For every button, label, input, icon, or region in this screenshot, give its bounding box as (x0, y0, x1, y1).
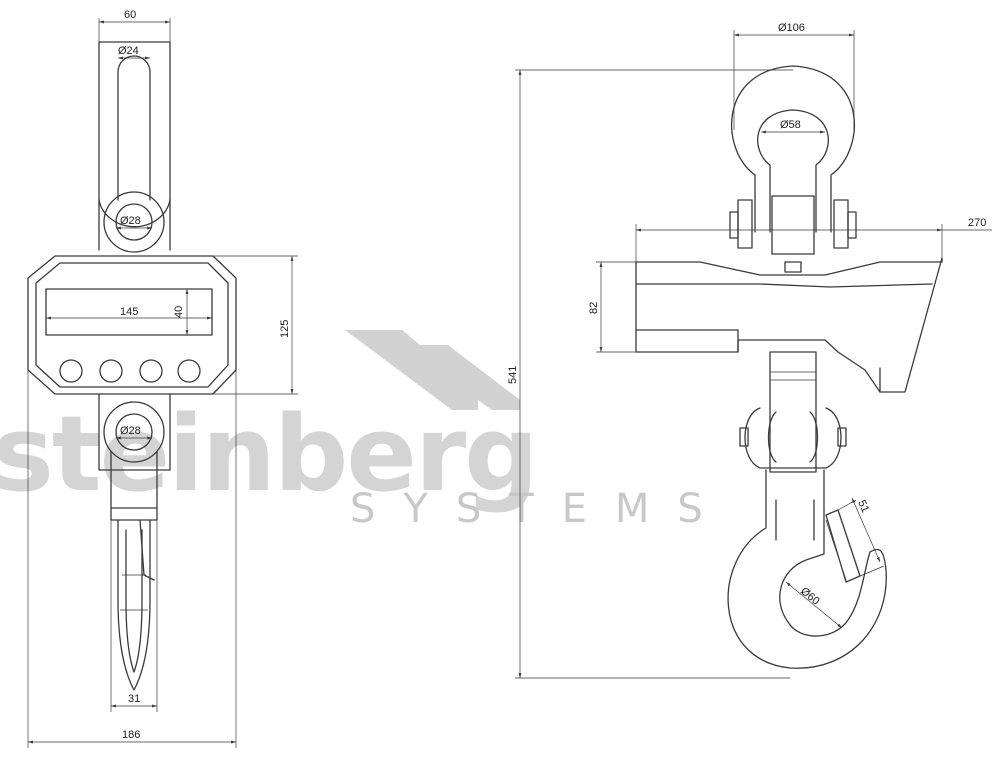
front-body-outer (27, 255, 237, 395)
display-window (45, 288, 213, 336)
side-body-line-1 (635, 283, 933, 288)
front-hook-body (117, 519, 151, 691)
front-shackle-slot (117, 55, 151, 201)
front-hook-inner (125, 529, 143, 673)
front-button-2 (99, 359, 123, 383)
dim-hook-throat: Ø60 (798, 585, 822, 608)
dim-line-hook-opening (851, 497, 881, 563)
side-lower-clevis (744, 407, 842, 469)
watermark-tagline: SYSTEMS (350, 486, 731, 532)
front-view (27, 41, 237, 691)
side-shackle-pin-right (847, 211, 857, 239)
watermark-swoosh-left (345, 330, 478, 410)
watermark: steinberg SYSTEMS (0, 330, 731, 532)
side-shackle-inner (757, 109, 829, 233)
side-top-nub (784, 261, 802, 273)
dim-hook-opening: 51 (855, 498, 871, 514)
side-hook-shank (775, 499, 815, 541)
dim-pin-upper: Ø28 (120, 215, 141, 227)
front-hook-collar (110, 507, 158, 521)
front-upper-pin-boss (103, 191, 165, 253)
front-upper-link (98, 199, 171, 251)
dim-line-hook-throat (785, 581, 843, 629)
front-lower-pin (115, 413, 153, 451)
front-button-4 (177, 359, 201, 383)
dim-hook-width-front: 31 (128, 693, 140, 705)
front-latch (139, 519, 155, 581)
front-hook-shank (110, 451, 158, 509)
dim-display-height: 40 (173, 306, 185, 318)
side-lower-link-bands (770, 371, 816, 381)
dim-overall-height: 541 (507, 366, 519, 384)
front-dimensions: 60 Ø24 Ø28 145 40 125 Ø28 31 186 (27, 9, 298, 748)
side-view (635, 65, 943, 669)
front-body-inner (35, 262, 229, 388)
side-lower-pin-left (739, 427, 749, 447)
dim-top-width: 60 (124, 9, 136, 21)
front-button-3 (139, 359, 163, 383)
front-hook-details (120, 574, 148, 611)
side-lower-link (769, 351, 817, 473)
dim-body-length: 270 (968, 217, 986, 229)
side-shackle-pin-left (729, 211, 739, 239)
side-shackle-outer (731, 65, 855, 233)
watermark-swoosh-right (402, 345, 520, 410)
dim-display-width: 145 (120, 306, 138, 318)
side-hook-latch-line (825, 519, 847, 581)
dim-shackle-inner: Ø58 (780, 119, 801, 131)
front-shackle-plate (98, 41, 171, 201)
side-body-line-2 (635, 329, 881, 393)
dim-body-depth: 82 (588, 302, 600, 314)
dim-overall-width: 186 (122, 729, 140, 741)
side-lower-pin-right (837, 427, 847, 447)
front-button-1 (59, 359, 83, 383)
front-upper-pin (115, 203, 153, 241)
dim-shackle-inner-front: Ø24 (118, 45, 139, 57)
side-dimensions: Ø106 Ø58 270 82 541 51 Ø60 (507, 22, 992, 679)
dim-shackle-outer: Ø106 (778, 22, 805, 34)
side-shackle-tongue (771, 195, 815, 255)
front-lower-pin-boss (103, 401, 165, 463)
dim-body-height: 125 (279, 320, 291, 338)
watermark-brand: steinberg (0, 393, 537, 515)
dim-pin-lower: Ø28 (120, 425, 141, 437)
side-lower-clevis-inner (767, 411, 819, 463)
